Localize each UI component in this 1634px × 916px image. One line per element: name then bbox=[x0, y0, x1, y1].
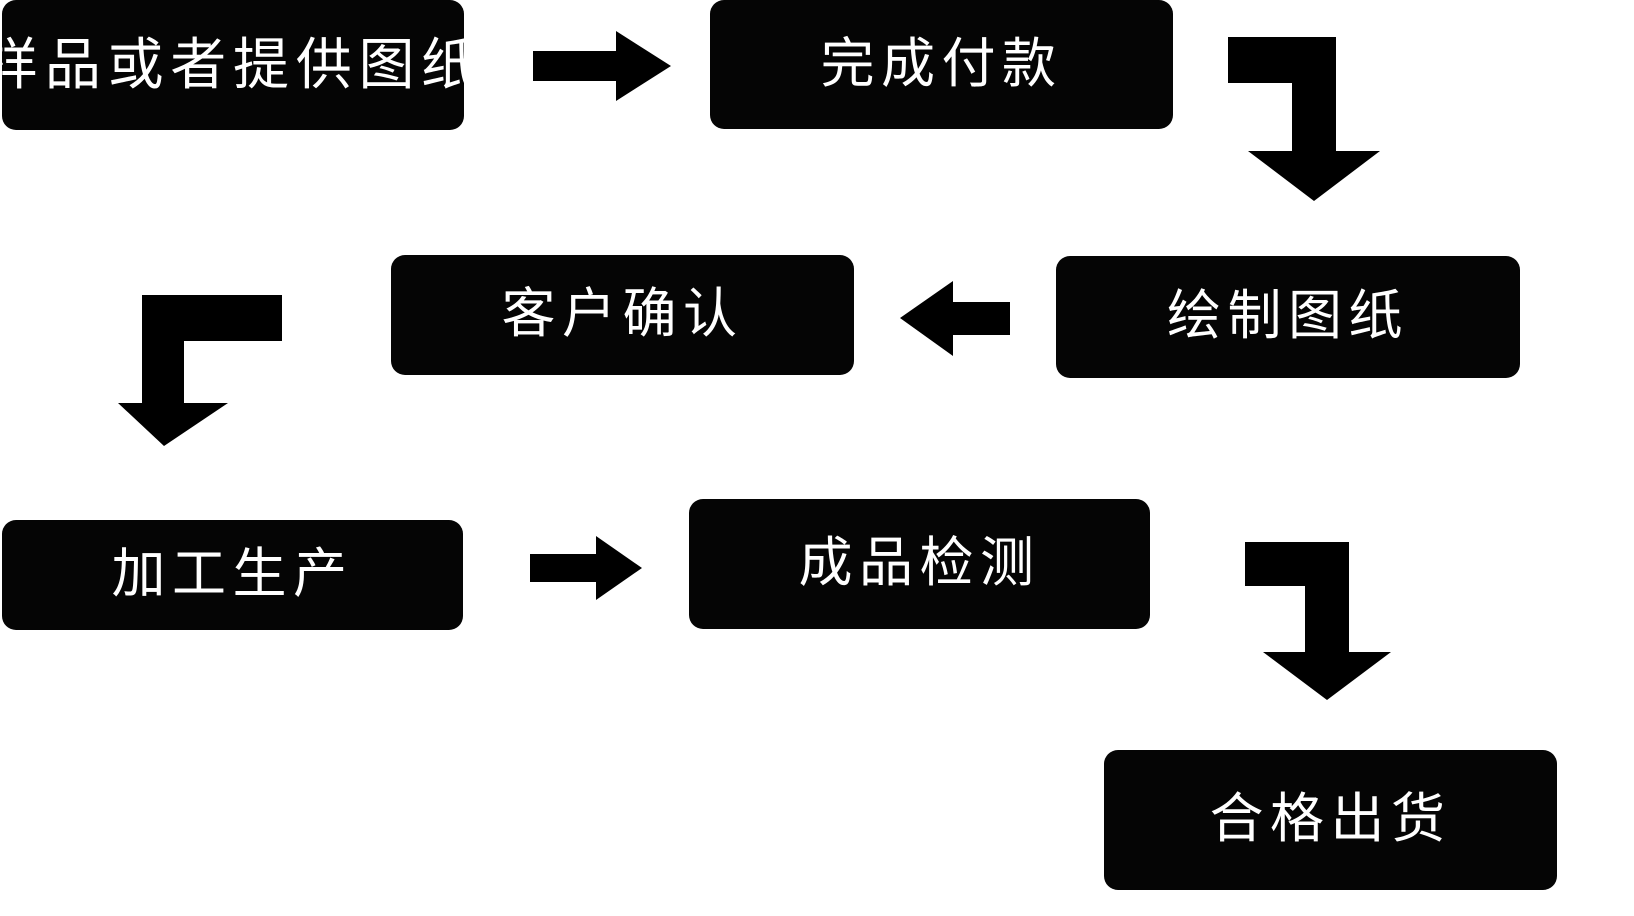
arrow-payment-to-down-elbow bbox=[1228, 37, 1380, 201]
node-label: 客户确认 bbox=[501, 284, 744, 345]
node-label: 完成付款 bbox=[820, 33, 1063, 94]
node-label: 合格出货 bbox=[1209, 789, 1452, 850]
arrow-inspection-to-shipment-elbow bbox=[1245, 542, 1391, 700]
node-complete-payment[interactable]: 完成付款 bbox=[710, 0, 1173, 129]
node-label: 绘制图纸 bbox=[1167, 286, 1409, 347]
node-processing-production[interactable]: 加工生产 bbox=[2, 520, 463, 630]
node-label: 样品或者提供图纸 bbox=[0, 33, 484, 97]
node-qualified-shipment[interactable]: 合格出货 bbox=[1104, 750, 1557, 890]
node-finished-inspection[interactable]: 成品检测 bbox=[689, 499, 1150, 629]
node-draw-drawing[interactable]: 绘制图纸 bbox=[1056, 256, 1520, 378]
arrow-production-to-inspection bbox=[530, 536, 642, 600]
node-customer-confirm[interactable]: 客户确认 bbox=[391, 255, 854, 375]
node-sample-or-drawing[interactable]: 样品或者提供图纸 bbox=[0, 0, 477, 130]
node-label: 加工生产 bbox=[111, 544, 354, 605]
arrow-confirm-to-production-elbow bbox=[118, 295, 282, 446]
node-label: 成品检测 bbox=[798, 533, 1041, 594]
arrow-sample-to-payment bbox=[533, 31, 671, 101]
arrow-draw-to-confirm bbox=[900, 281, 1010, 356]
